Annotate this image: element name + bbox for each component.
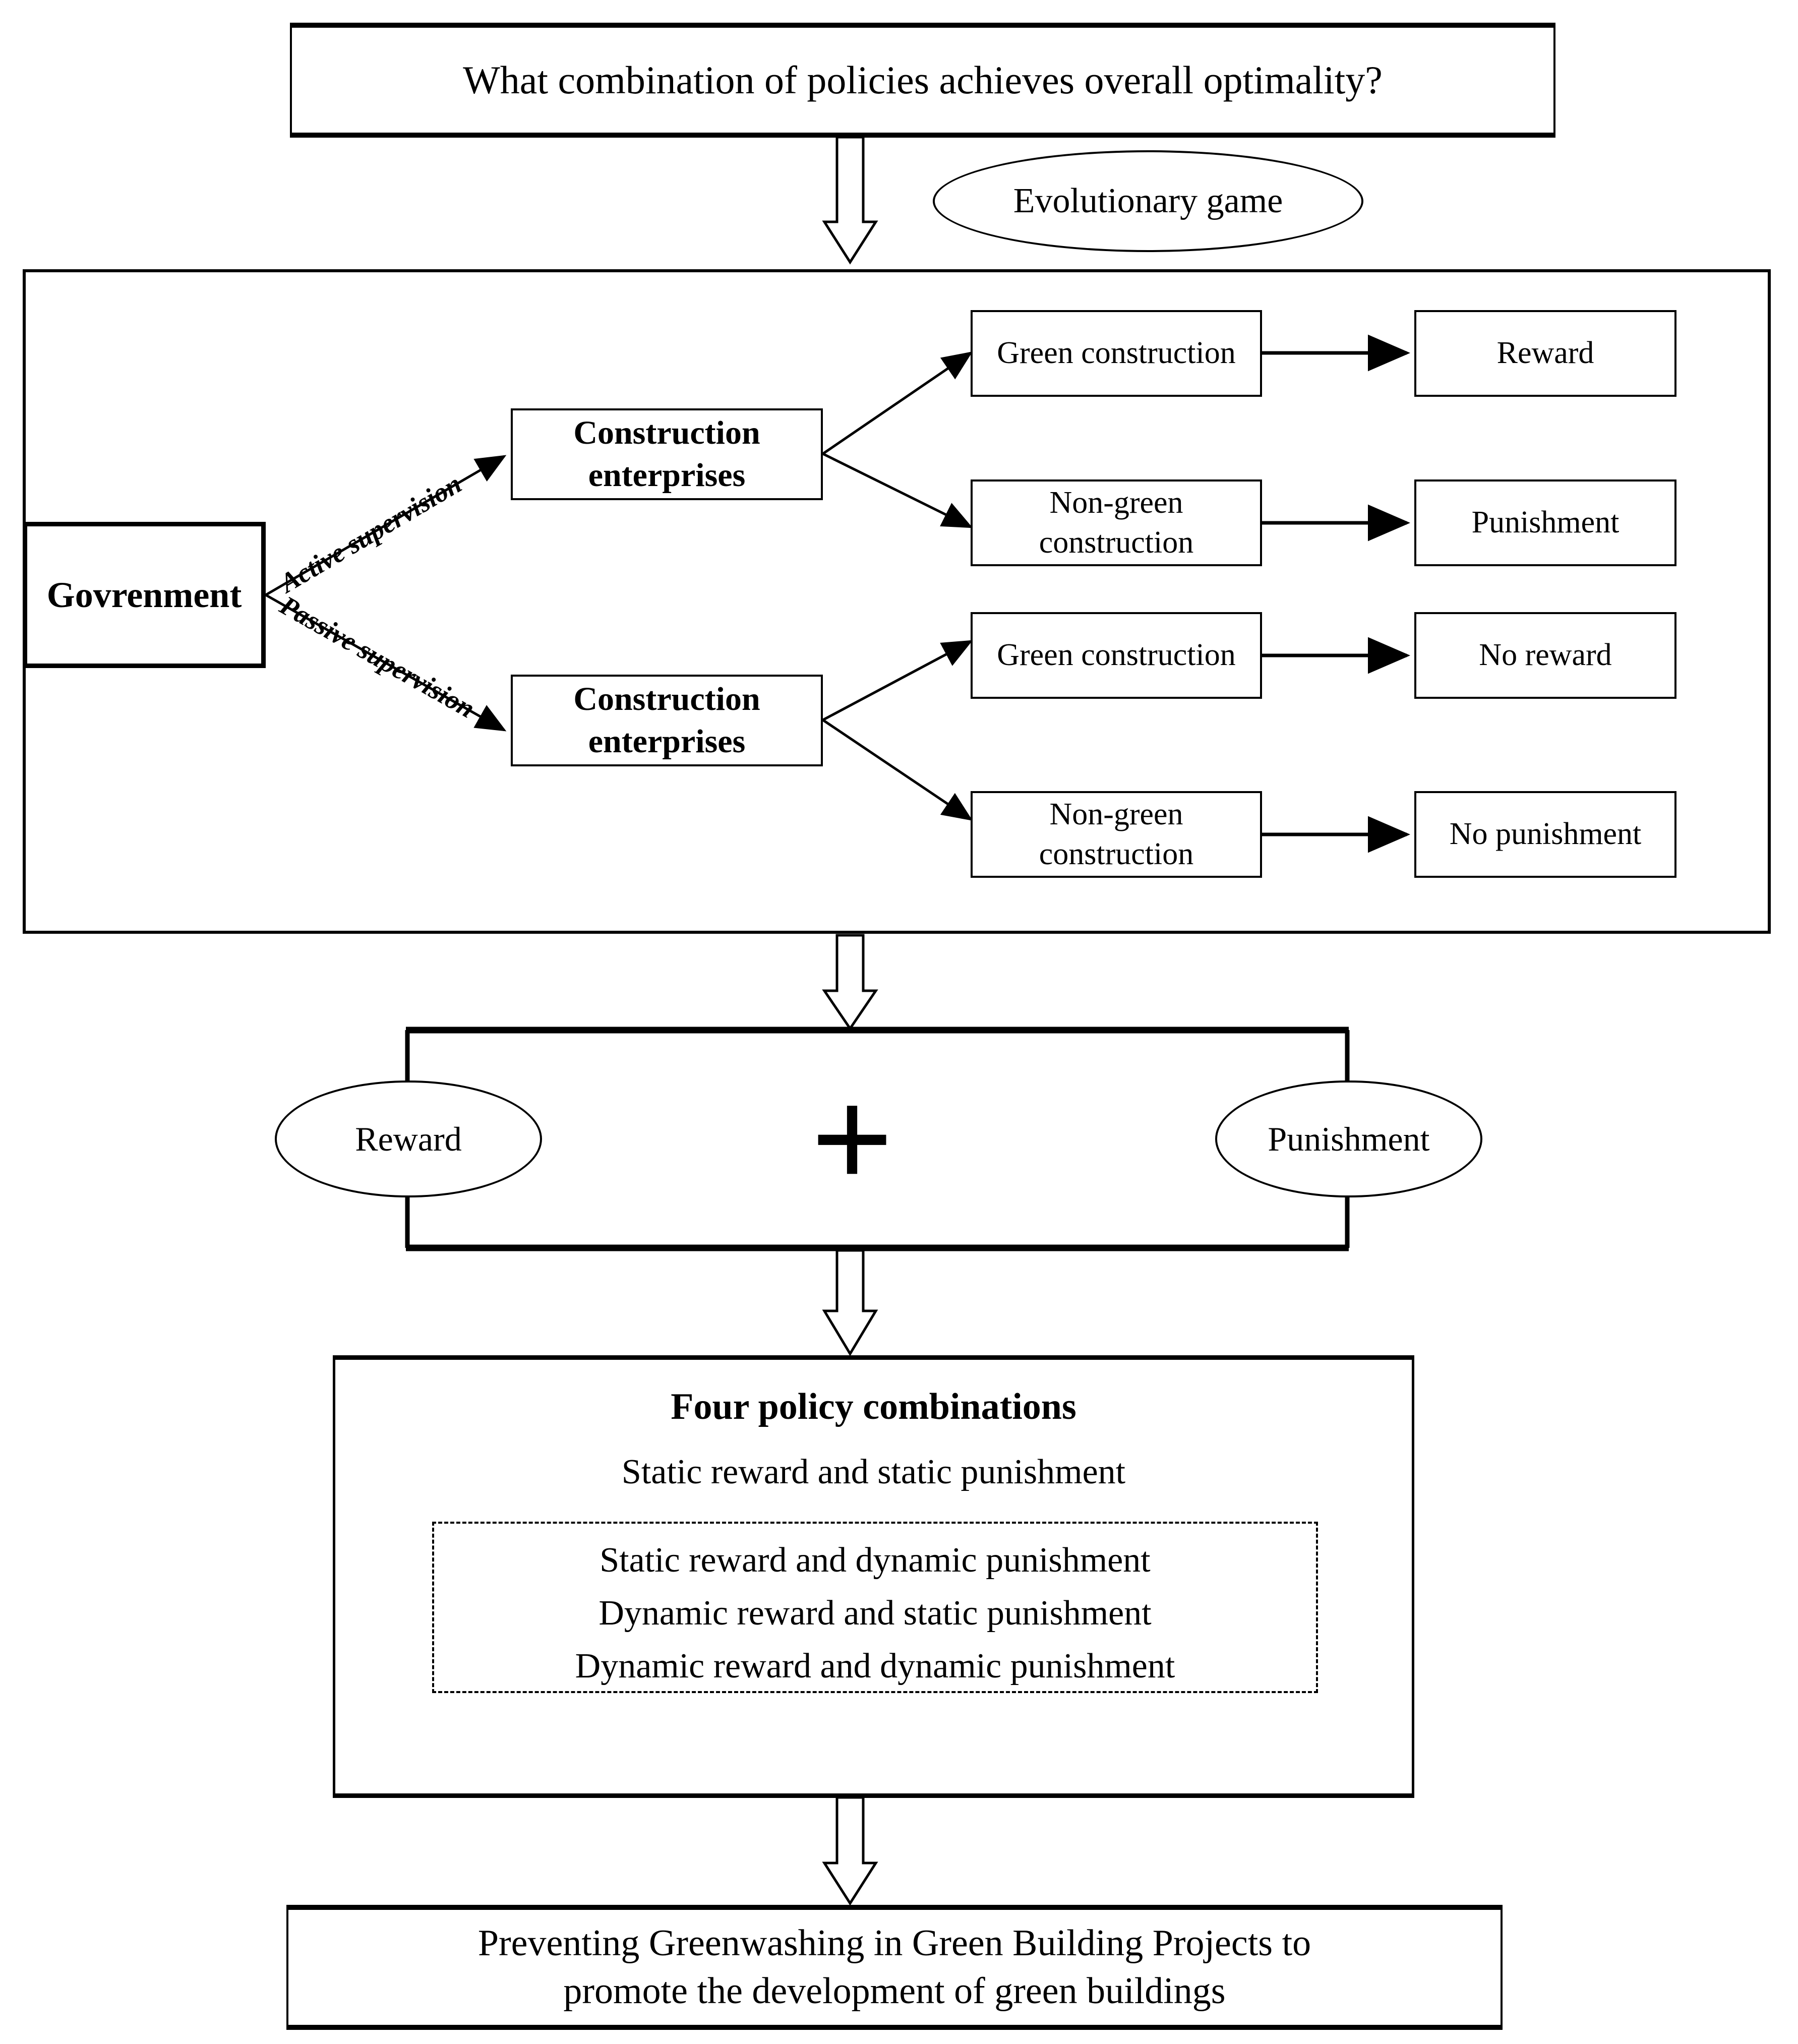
- result-box-1: Punishment: [1414, 479, 1676, 566]
- punishment-bubble-label: Punishment: [1268, 1119, 1430, 1158]
- result-label-0: Reward: [1496, 336, 1594, 371]
- block-arrow-combos-to-conclusion: [822, 1796, 878, 1906]
- result-label-1: Punishment: [1471, 505, 1620, 540]
- enterprise-passive-box: Construction enterprises: [511, 675, 823, 766]
- policy-combinations-heading: Four policy combinations: [671, 1386, 1076, 1427]
- result-box-3: No punishment: [1414, 791, 1676, 878]
- result-box-2: No reward: [1414, 612, 1676, 699]
- evolutionary-game-label: Evolutionary game: [1013, 182, 1283, 220]
- policy-combination-item-2: Dynamic reward and static punishment: [598, 1594, 1152, 1633]
- action-box-1: Non-green construction: [971, 479, 1262, 566]
- enterprise-passive-label: Construction enterprises: [573, 680, 760, 760]
- enterprise-active-box: Construction enterprises: [511, 408, 823, 500]
- result-label-2: No reward: [1479, 638, 1612, 673]
- enterprise-active-label: Construction enterprises: [573, 414, 760, 494]
- conclusion-line-1: Preventing Greenwashing in Green Buildin…: [477, 1922, 1311, 1964]
- player-government-label: Govrenment: [46, 574, 242, 615]
- dynamic-combinations-dashed-box: [432, 1522, 1318, 1693]
- policy-combination-item-1: Static reward and dynamic punishment: [600, 1541, 1151, 1580]
- policy-combination-item-0: Static reward and static punishment: [621, 1453, 1126, 1491]
- research-question-box: What combination of policies achieves ov…: [290, 23, 1555, 138]
- punishment-bubble: Punishment: [1215, 1080, 1482, 1197]
- player-government-box: Govrenment: [23, 522, 266, 668]
- block-arrow-game-to-instrument: [822, 934, 878, 1031]
- action-label-2: Green construction: [997, 638, 1236, 673]
- action-label-0: Green construction: [997, 336, 1236, 371]
- evolutionary-game-bubble: Evolutionary game: [933, 150, 1363, 252]
- action-box-0: Green construction: [971, 310, 1262, 397]
- block-arrow-title-to-game: [822, 136, 878, 265]
- conclusion-box: Preventing Greenwashing in Green Buildin…: [286, 1905, 1503, 2030]
- action-box-2: Green construction: [971, 612, 1262, 699]
- block-arrow-instrument-to-combos: [822, 1249, 878, 1356]
- policy-combinations-box: [333, 1355, 1414, 1798]
- result-box-0: Reward: [1414, 310, 1676, 397]
- research-question-text: What combination of policies achieves ov…: [463, 58, 1383, 102]
- reward-bubble: Reward: [275, 1080, 542, 1197]
- result-label-3: No punishment: [1449, 817, 1642, 852]
- conclusion-line-2: promote the development of green buildin…: [563, 1970, 1226, 2012]
- reward-bubble-label: Reward: [355, 1119, 462, 1158]
- action-label-1: Non-green construction: [1039, 485, 1194, 560]
- action-label-3: Non-green construction: [1039, 797, 1194, 871]
- policy-combination-item-3: Dynamic reward and dynamic punishment: [575, 1647, 1175, 1686]
- plus-operator: +: [810, 1058, 894, 1220]
- action-box-3: Non-green construction: [971, 791, 1262, 878]
